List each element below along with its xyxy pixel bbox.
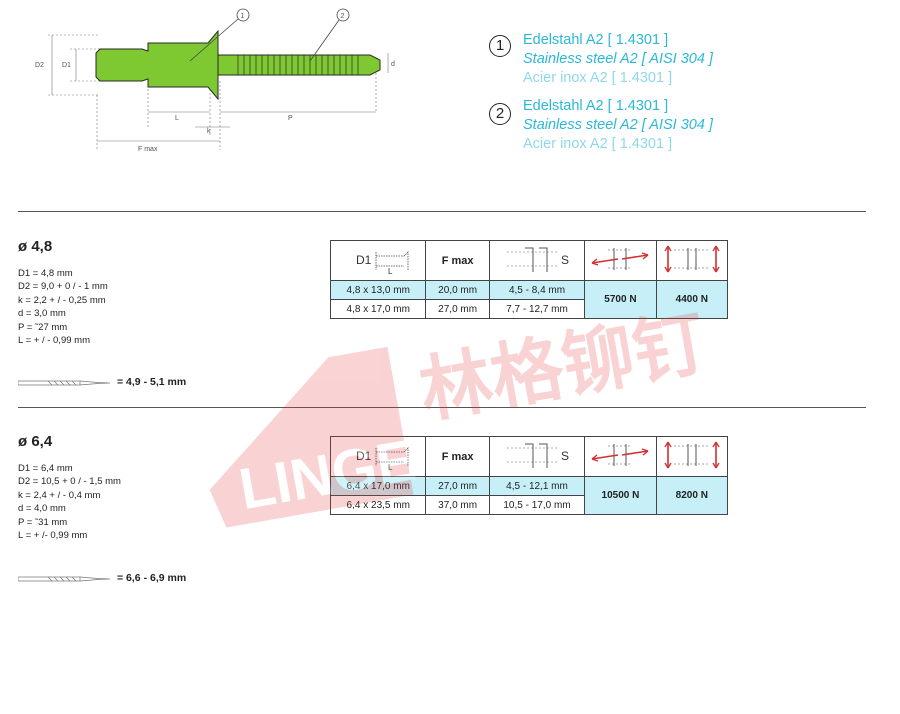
dim-d: d: [391, 61, 395, 68]
section-2-drill-size: = 6,6 - 6,9 mm: [117, 572, 187, 584]
material-1-en: Stainless steel A2 [ AISI 304 ]: [523, 51, 713, 67]
spec-line: k = 2,4 + / - 0,4 mm: [18, 489, 101, 501]
grip-cell: 10,5 - 17,0 mm: [488, 495, 586, 515]
header-fmax: F max: [425, 240, 490, 281]
spec-line: D1 = 4,8 mm: [18, 268, 73, 279]
svg-text:D1: D1: [356, 253, 372, 267]
fmax-cell: 20,0 mm: [425, 280, 490, 300]
spec-line: D2 = 10,5 + 0 / - 1,5 mm: [18, 476, 121, 488]
spec-line: P = ˜27 mm: [18, 321, 68, 333]
dim-d2: D2: [35, 62, 44, 69]
spec-line: L = + / - 0,99 mm: [18, 335, 90, 347]
spec-line: P = ˜31 mm: [18, 516, 68, 528]
tensile-force-icon: [664, 245, 720, 273]
grip-cell: 7,7 - 12,7 mm: [488, 299, 586, 319]
svg-text:L: L: [388, 267, 393, 276]
header-grip-s: S: [488, 240, 586, 281]
tensile-value: 8200 N: [655, 476, 729, 515]
section-1-title: ø 4,8: [18, 238, 53, 255]
header-d1-l: D1 L: [329, 436, 427, 477]
section-2-specs: D1 = 6,4 mm D2 = 10,5 + 0 / - 1,5 mm k =…: [18, 462, 121, 542]
spec-line: k = 2,2 + / - 0,25 mm: [18, 294, 106, 306]
spec-line: D1 = 6,4 mm: [18, 463, 73, 474]
tensile-value: 4400 N: [655, 280, 729, 319]
material-1-fr: Acier inox A2 [ 1.4301 ]: [523, 70, 673, 86]
section-2-table: D1 L F max S: [329, 436, 729, 515]
dim-l: L: [175, 115, 179, 122]
header-fmax: F max: [425, 436, 490, 477]
tensile-force-icon: [664, 441, 720, 469]
svg-text:L: L: [388, 463, 393, 472]
size-cell: 6,4 x 17,0 mm: [329, 476, 427, 496]
grip-range-icon: S: [507, 443, 569, 468]
size-cell: 4,8 x 17,0 mm: [329, 299, 427, 319]
section-1-drill-size: = 4,9 - 5,1 mm: [117, 376, 187, 388]
fmax-cell: 27,0 mm: [425, 476, 490, 496]
spec-line: D2 = 9,0 + 0 / - 1 mm: [18, 281, 108, 293]
shear-value: 10500 N: [584, 476, 657, 515]
fmax-cell: 27,0 mm: [425, 299, 490, 319]
svg-text:S: S: [561, 449, 569, 463]
shear-force-icon: [591, 444, 649, 466]
material-2-number: 2: [489, 103, 511, 125]
dim-k: k: [207, 128, 211, 135]
size-cell: 4,8 x 13,0 mm: [329, 280, 427, 300]
header-shear: [584, 436, 657, 477]
material-2-en: Stainless steel A2 [ AISI 304 ]: [523, 117, 713, 133]
header-tensile: [655, 436, 729, 477]
dim-p: P: [288, 115, 293, 122]
spec-line: d = 3,0 mm: [18, 308, 66, 320]
material-2-de: Edelstahl A2 [ 1.4301 ]: [523, 98, 669, 114]
material-1-de: Edelstahl A2 [ 1.4301 ]: [523, 32, 669, 48]
section-1-specs: D1 = 4,8 mm D2 = 9,0 + 0 / - 1 mm k = 2,…: [18, 267, 108, 347]
svg-text:S: S: [561, 253, 569, 267]
shear-force-icon: [591, 248, 649, 270]
spec-line: L = + /- 0,99 mm: [18, 530, 88, 542]
callout-1: 1: [241, 13, 245, 20]
header-grip-s: S: [488, 436, 586, 477]
spec-line: d = 4,0 mm: [18, 503, 66, 515]
section-divider-1: [18, 211, 866, 212]
svg-text:林格铆钉: 林格铆钉: [413, 300, 711, 433]
section-2-title: ø 6,4: [18, 433, 53, 450]
shear-value: 5700 N: [584, 280, 657, 319]
svg-text:D1: D1: [356, 449, 372, 463]
callout-2: 2: [341, 13, 345, 20]
drill-bit-icon: [18, 380, 111, 386]
drill-bit-icon: [18, 576, 111, 582]
section-divider-2: [18, 407, 866, 408]
fmax-cell: 37,0 mm: [425, 495, 490, 515]
dim-fmax: F max: [138, 146, 158, 153]
grip-cell: 4,5 - 8,4 mm: [488, 280, 586, 300]
rivet-head-icon: D1 L: [356, 251, 409, 276]
rivet-diagram: 1 2 D2 D1 d L k P F max: [35, 8, 395, 153]
rivet-body-shape: [95, 29, 381, 101]
header-shear: [584, 240, 657, 281]
rivet-head-icon: D1 L: [356, 447, 409, 472]
material-2-fr: Acier inox A2 [ 1.4301 ]: [523, 136, 673, 152]
header-tensile: [655, 240, 729, 281]
size-cell: 6,4 x 23,5 mm: [329, 495, 427, 515]
grip-cell: 4,5 - 12,1 mm: [488, 476, 586, 496]
header-d1-l: D1 L: [329, 240, 427, 281]
section-1-table: D1 L F max S: [329, 240, 729, 319]
material-1-number: 1: [489, 35, 511, 57]
dim-d1: D1: [62, 62, 71, 69]
grip-range-icon: S: [507, 247, 569, 272]
